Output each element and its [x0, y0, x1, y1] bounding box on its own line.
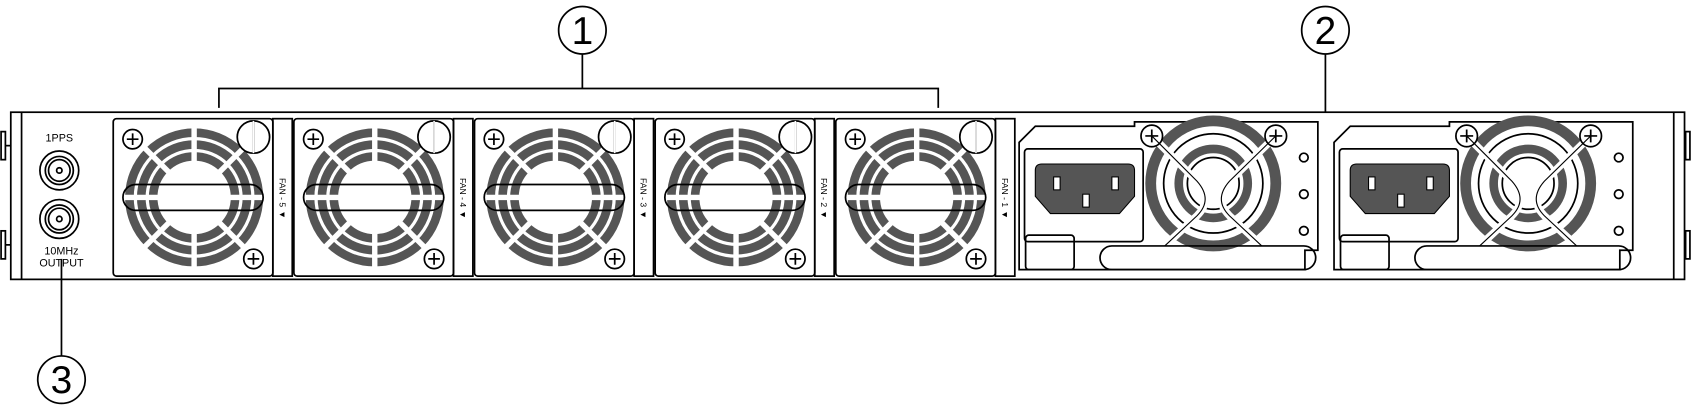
screw-icon[interactable]	[965, 248, 987, 270]
ac-power-inlet[interactable]	[1034, 163, 1136, 215]
fan-module[interactable]: FAN - 4▼	[293, 117, 474, 278]
timing-ports: 1PPS 10MHz OUTPUT	[39, 132, 84, 269]
power-supplies	[1018, 115, 1634, 271]
psu-handle[interactable]	[1099, 245, 1317, 271]
thumbscrew[interactable]	[597, 119, 632, 155]
callout-1-number: 1	[572, 10, 594, 53]
1pps-label: 1PPS	[46, 132, 74, 144]
fan-module[interactable]: FAN - 3▼	[473, 117, 655, 278]
callout-1: 1	[218, 5, 940, 108]
callout-3: 3	[36, 258, 87, 405]
psu-latch[interactable]	[1339, 234, 1390, 271]
power-supply[interactable]	[1333, 115, 1634, 271]
screw-icon[interactable]	[1140, 124, 1164, 148]
fan-label-strip	[633, 117, 655, 278]
psu-fan	[1145, 115, 1282, 252]
fan-label: FAN - 1▼	[1000, 178, 1010, 219]
fan-label-strip	[813, 117, 836, 278]
fan-module[interactable]: FAN - 1▼	[834, 117, 1016, 278]
fan-handle[interactable]	[663, 183, 806, 212]
fan-label-strip	[452, 117, 474, 278]
callout-2-number: 2	[1315, 10, 1337, 53]
fan-label-strip	[994, 117, 1016, 278]
fan-grill	[660, 121, 812, 273]
fan-grill	[841, 121, 993, 273]
screw-icon[interactable]	[302, 128, 324, 150]
screw-icon[interactable]	[483, 128, 505, 150]
screw-icon[interactable]	[242, 248, 265, 270]
fan-label-strip	[271, 117, 294, 278]
fan-label: FAN - 2▼	[819, 178, 829, 219]
screw-icon[interactable]	[844, 128, 866, 150]
screw-icon[interactable]	[122, 128, 144, 150]
chassis	[0, 111, 1691, 281]
fan-handle[interactable]	[302, 183, 445, 212]
fan-grill	[299, 121, 451, 273]
screw-icon[interactable]	[1455, 124, 1479, 148]
10mhz-bnc-connector[interactable]	[39, 198, 80, 240]
screw-icon[interactable]	[784, 248, 806, 270]
fan-label: FAN - 3▼	[639, 178, 649, 219]
power-supply[interactable]	[1018, 115, 1319, 271]
fan-module[interactable]: FAN - 2▼	[654, 117, 836, 278]
psu-latch[interactable]	[1024, 234, 1075, 271]
thumbscrew[interactable]	[417, 119, 452, 155]
fan-label: FAN - 5▼	[277, 178, 287, 219]
10mhz-label: 10MHz	[44, 246, 78, 258]
callout-3-number: 3	[51, 359, 73, 402]
screw-icon[interactable]	[423, 248, 445, 270]
fan-label: FAN - 4▼	[458, 178, 468, 219]
fan-handle[interactable]	[844, 183, 987, 212]
callout-2: 2	[1300, 5, 1350, 113]
fan-grill	[118, 121, 270, 273]
screw-icon[interactable]	[1579, 124, 1603, 148]
fan-module[interactable]: FAN - 5▼	[112, 117, 294, 278]
screw-icon[interactable]	[663, 128, 686, 150]
fan-grill	[479, 121, 631, 273]
thumbscrew[interactable]	[778, 119, 813, 155]
1pps-bnc-connector[interactable]	[39, 150, 80, 191]
screw-icon[interactable]	[604, 248, 626, 270]
fan-modules: FAN - 5▼ FAN - 4▼ FAN - 3▼ FAN - 2▼ FAN - 1▼	[112, 117, 1016, 278]
thumbscrew[interactable]	[958, 119, 994, 155]
thumbscrew[interactable]	[236, 119, 271, 155]
fan-handle[interactable]	[483, 183, 626, 212]
fan-bracket	[218, 87, 940, 108]
ac-power-inlet[interactable]	[1349, 163, 1450, 215]
psu-fan	[1460, 115, 1597, 252]
screw-icon[interactable]	[1264, 124, 1288, 148]
rack-ear-left	[0, 130, 11, 260]
rack-ear-right	[1684, 130, 1691, 260]
psu-handle[interactable]	[1414, 245, 1632, 271]
fan-handle[interactable]	[122, 183, 265, 212]
output-label: OUTPUT	[39, 257, 84, 269]
